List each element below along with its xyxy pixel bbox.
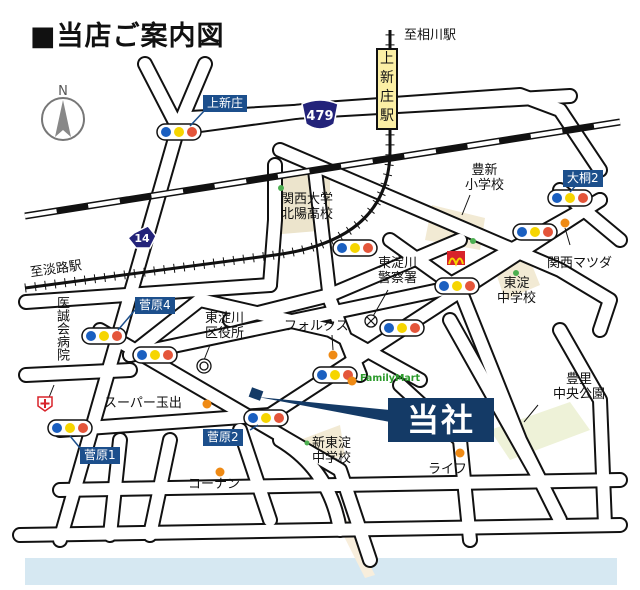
toyoshin-school-label: 豊新小学校 [465,163,505,193]
page-title: ■当店ご案内図 [30,21,225,52]
higashiyodo-jhs-label: 東淀中学校 [497,276,537,306]
route-479-shield: 479 [301,99,339,130]
kansai-univ-label: 関西大学北陽高校 [281,192,334,222]
toyosato-park-label: 豊里中央公園 [553,372,606,402]
hospital-label: 医誠会病院 [54,296,69,361]
river [25,558,617,585]
to-aikawa-label: 至相川駅 [404,28,457,43]
forx-label: フォルクス [284,319,349,334]
familymart-label: FamilyMart [360,373,421,384]
intersection-tag-sugahara4: 菅原4 [135,297,175,314]
company-location-label: 当社 [388,398,494,442]
route-14-shield: 14 [126,225,157,249]
hospital-icon [37,396,53,412]
ward-office-icon [196,358,212,374]
svg-text:479: 479 [306,109,333,124]
ward-office-label: 東淀川区役所 [205,311,245,341]
kansai-mazda-label: 関西マツダ [547,256,613,271]
svg-text:N: N [58,84,68,99]
mcdonalds-icon [447,251,465,267]
tag-pointers [69,109,578,449]
traffic-signals [47,123,593,437]
company-pointer [248,387,390,422]
hankyu-railway [24,30,395,293]
poi-markers [202,218,570,477]
intersection-tag-sugahara1: 菅原1 [80,447,120,464]
jr-railway [24,118,621,220]
intersection-tag-kamishinjo: 上新庄 [203,95,248,112]
police-icon [364,314,378,328]
konan-label: コーナン [188,477,241,492]
police-label: 東淀川警察署 [378,256,418,286]
shin-higashiyodo-jhs-label: 新東淀中学校 [312,436,352,466]
green-markers [278,185,519,446]
intersection-tag-ohkiri2: 大桐2 [563,170,603,187]
intersection-tag-sugahara2: 菅原2 [203,429,243,446]
super-tamade-label: スーパー玉出 [104,396,182,411]
svg-text:14: 14 [134,232,150,245]
compass: N [41,84,85,141]
kamishinjo-station-label: 上 新 庄 駅 [376,48,398,130]
life-label: ライフ [428,462,468,477]
